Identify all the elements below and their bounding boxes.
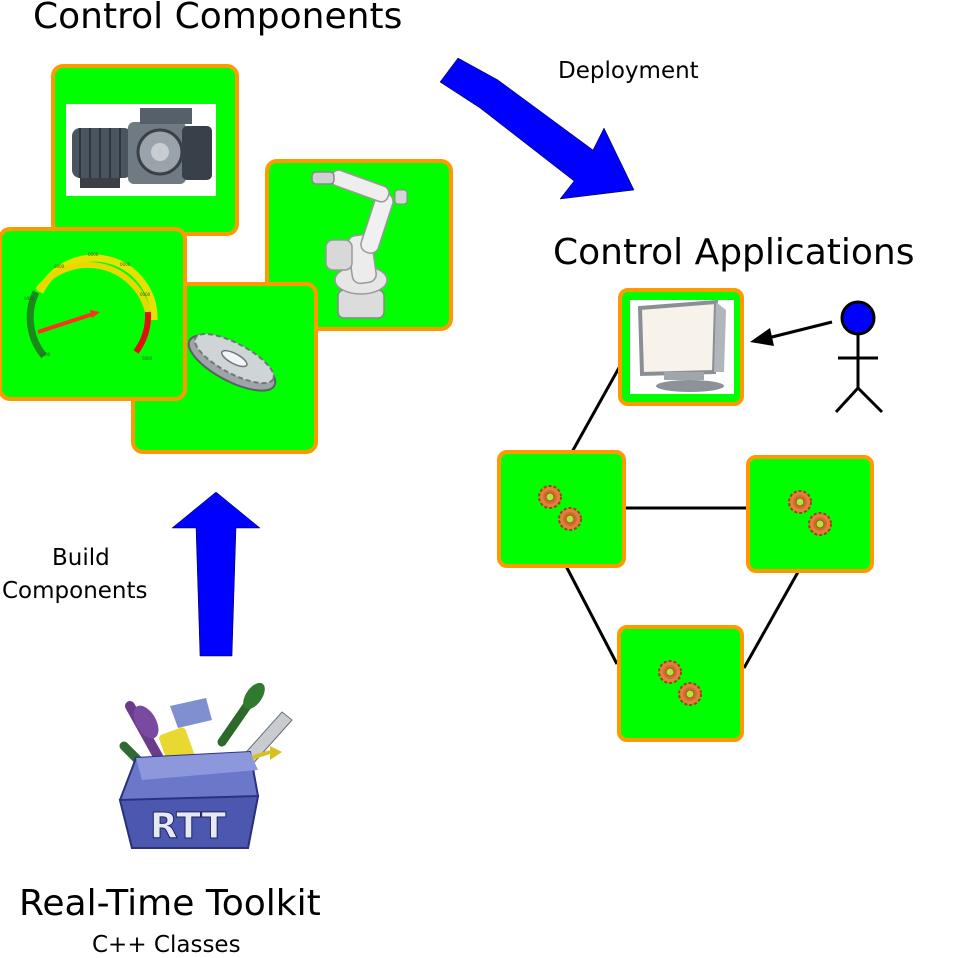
- user-interaction-arrow: [750, 320, 833, 346]
- component-node-bottom: [617, 625, 744, 742]
- build-arrow: [171, 491, 261, 657]
- build-components-label-line2: Components: [2, 578, 148, 604]
- cpp-classes-subtitle: C++ Classes: [92, 932, 241, 958]
- control-applications-title: Control Applications: [553, 232, 915, 273]
- component-node-left: [497, 450, 626, 568]
- gauge-image: 0000 0000 0000 0000 0000 0000 0000: [24, 252, 158, 361]
- electric-motor-image: [72, 108, 212, 188]
- svg-text:0000: 0000: [40, 352, 51, 357]
- deployment-arrow: [439, 57, 635, 200]
- gauge-component-box: 0000 0000 0000 0000 0000 0000 0000: [0, 227, 187, 401]
- robot-arm-image: [311, 169, 408, 319]
- svg-text:0000: 0000: [54, 264, 65, 269]
- motor-component-box: [51, 64, 239, 236]
- svg-text:0000: 0000: [120, 262, 131, 267]
- svg-text:0000: 0000: [140, 292, 151, 297]
- rtt-toolbox-logo: RTT: [118, 682, 293, 849]
- rtt-logo-text: RTT: [150, 806, 226, 847]
- application-links: [564, 365, 800, 669]
- monitor-node: [618, 288, 744, 406]
- user-stick-figure: [834, 300, 884, 414]
- svg-text:0000: 0000: [24, 296, 35, 301]
- monitor-image: [637, 299, 726, 392]
- real-time-toolkit-title: Real-Time Toolkit: [19, 883, 321, 924]
- control-components-title: Control Components: [33, 0, 403, 37]
- build-components-label-line1: Build: [52, 545, 110, 571]
- component-node-right: [746, 455, 874, 573]
- svg-text:0000: 0000: [142, 356, 153, 361]
- svg-text:0000: 0000: [88, 252, 99, 257]
- deployment-label: Deployment: [558, 58, 699, 84]
- saw-blade-image: [187, 333, 277, 392]
